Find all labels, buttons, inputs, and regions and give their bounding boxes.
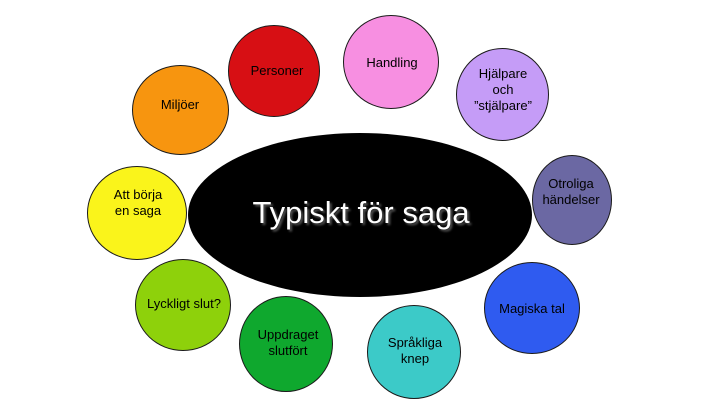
bubble-label-line: och bbox=[492, 82, 514, 97]
bubble-label-line: Hjälpare bbox=[478, 66, 528, 81]
bubble-label-line: Uppdraget bbox=[257, 327, 319, 342]
bubble-label-line: Handling bbox=[366, 55, 418, 70]
bubble-label: Handling bbox=[366, 55, 417, 71]
bubble-handling bbox=[343, 15, 439, 109]
bubble-label: Lyckligt slut? bbox=[147, 296, 221, 312]
bubble-sprakliga-knep bbox=[367, 305, 461, 399]
bubble-label-line: Personer bbox=[250, 63, 304, 78]
bubble-label: Miljöer bbox=[161, 97, 199, 113]
bubble-lyckligt-slut bbox=[135, 259, 231, 351]
bubble-label-line: ”stjälpare” bbox=[474, 98, 532, 113]
bubble-hjalpare bbox=[456, 48, 549, 141]
bubble-label-line: Lyckligt slut? bbox=[147, 296, 221, 311]
bubble-label-line: slutfört bbox=[268, 343, 308, 358]
bubble-otroliga-handelser bbox=[532, 155, 612, 245]
bubble-label-line: knep bbox=[400, 351, 430, 366]
bubble-uppdraget-slutfort bbox=[239, 296, 333, 392]
bubble-att-borja-en-saga bbox=[87, 166, 187, 260]
bubble-label-line: händelser bbox=[542, 192, 600, 207]
bubble-magiska-tal bbox=[484, 262, 580, 354]
bubble-label: Magiska tal bbox=[499, 301, 565, 317]
bubble-label-line: Otroliga bbox=[548, 176, 594, 191]
center-ellipse bbox=[188, 133, 532, 297]
bubble-label-line: Magiska tal bbox=[499, 301, 565, 316]
bubble-label-line: en saga bbox=[114, 203, 162, 218]
bubble-personer bbox=[228, 25, 320, 117]
bubble-label-line: Språkliga bbox=[387, 335, 443, 350]
bubble-label: Personer bbox=[251, 63, 304, 79]
bubble-label-line: Miljöer bbox=[160, 97, 200, 112]
bubble-miljoer bbox=[132, 65, 229, 155]
bubble-label-line: Att börja bbox=[113, 187, 163, 202]
center-title: Typiskt för saga bbox=[252, 195, 470, 230]
